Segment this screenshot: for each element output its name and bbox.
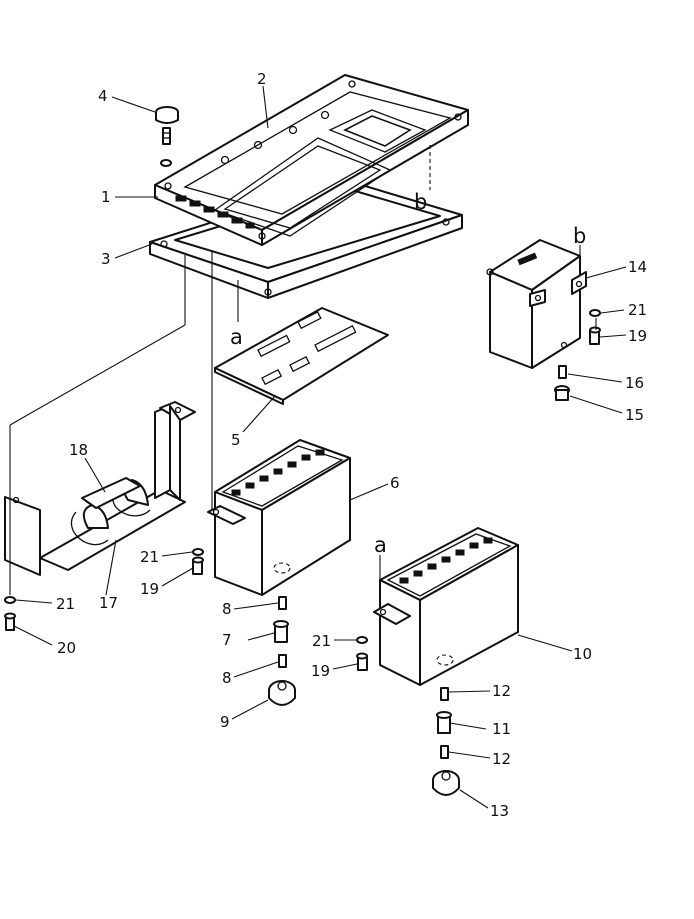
- relay-box-part-14: [486, 239, 587, 369]
- callout-labels: 1 2 3 4 5 6 7 8 8 9 10 11 12 12 13 14 15…: [56, 70, 647, 820]
- callout-4: 4: [98, 87, 108, 105]
- callout-11: 11: [492, 720, 511, 738]
- callout-12-lower: 12: [492, 750, 511, 768]
- callout-7: 7: [222, 631, 232, 649]
- callout-20: 20: [57, 639, 76, 657]
- callout-8-upper: 8: [222, 600, 232, 618]
- callout-2: 2: [257, 70, 267, 88]
- callout-21-unit10: 21: [312, 632, 331, 650]
- callout-3: 3: [101, 250, 111, 268]
- callout-19-right: 19: [628, 327, 647, 345]
- callout-12-upper: 12: [492, 682, 511, 700]
- label-plate-part-5: [214, 307, 389, 405]
- leader-lines: [13, 85, 627, 809]
- hardware-small-parts: [4, 309, 601, 671]
- callout-1: 1: [101, 188, 111, 206]
- bracket-part-18: [4, 401, 196, 576]
- callout-19-left: 19: [140, 580, 159, 598]
- callout-9: 9: [220, 713, 230, 731]
- callout-21-bracket: 21: [56, 595, 75, 613]
- controller-unit-part-10: [373, 527, 519, 686]
- reference-letters: a a b b: [230, 190, 586, 557]
- callout-5: 5: [231, 431, 241, 449]
- gasket-part-3: [149, 179, 463, 299]
- callout-10: 10: [573, 645, 592, 663]
- controller-6-top-detail: [231, 449, 325, 496]
- callout-6: 6: [390, 474, 400, 492]
- ref-b-lower: b: [573, 224, 586, 248]
- assembly-guide-lines: [9, 145, 597, 605]
- connector-parts: [268, 365, 570, 796]
- ref-a-lower: a: [374, 533, 387, 557]
- ref-b-upper: b: [414, 190, 427, 214]
- callout-19-middle: 19: [311, 662, 330, 680]
- callout-14: 14: [628, 258, 647, 276]
- knob-part-4: [155, 106, 179, 167]
- callout-17: 17: [99, 594, 118, 612]
- panel-indicator-row: [175, 195, 255, 229]
- controller-10-top-detail: [399, 537, 493, 584]
- controller-unit-part-6: [207, 439, 351, 596]
- callout-18: 18: [69, 441, 88, 459]
- ref-a-upper: a: [230, 325, 243, 349]
- callout-16: 16: [625, 374, 644, 392]
- callout-15: 15: [625, 406, 644, 424]
- callout-21-relay: 21: [628, 301, 647, 319]
- callout-21-unit6: 21: [140, 548, 159, 566]
- callout-8-lower: 8: [222, 669, 232, 687]
- callout-13: 13: [490, 802, 509, 820]
- cover-panel-part-1: [154, 74, 469, 246]
